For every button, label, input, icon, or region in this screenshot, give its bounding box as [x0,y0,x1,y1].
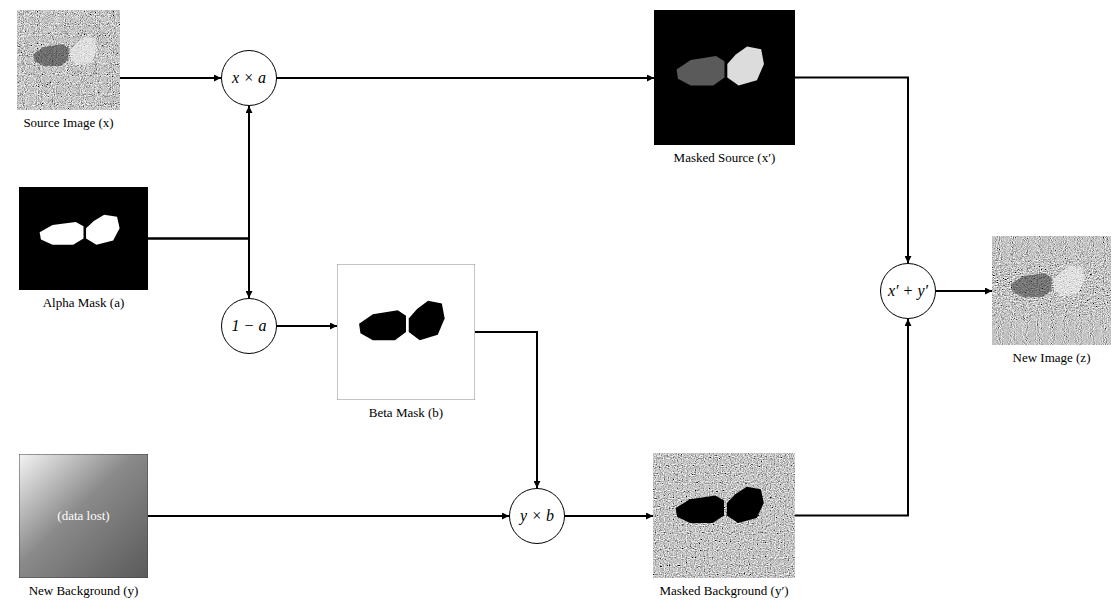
operation-label: y × b [520,507,554,525]
image-illustration [653,453,795,578]
image-illustration [654,10,795,145]
image-illustration [19,187,148,290]
flow-arrow [936,290,992,292]
image-illustration [17,10,120,110]
image-caption: Beta Mask (b) [369,405,443,421]
image-panel: Alpha Mask (a) [19,187,148,290]
flow-arrow [795,319,908,516]
flow-arrow [148,106,249,239]
image-caption: New Image (z) [1013,350,1091,366]
flow-arrow [475,332,537,488]
image-panel: New Image (z) [992,236,1111,345]
operation-circle: y × b [509,488,565,544]
image-caption: Source Image (x) [23,115,113,131]
image-panel: Masked Source (x′) [654,10,795,145]
image-illustration [337,264,475,400]
operation-circle: x′ + y′ [880,263,936,319]
image-note: (data lost) [19,454,148,578]
operation-label: x′ + y′ [888,282,928,300]
flow-arrow [120,77,221,79]
image-panel: Beta Mask (b) [337,264,475,400]
flow-arrow [277,77,654,79]
image-panel: Source Image (x) [17,10,120,110]
flow-arrow [148,515,509,517]
image-panel: (data lost)New Background (y) [19,454,148,578]
operation-circle: x × a [221,50,277,106]
image-caption: Masked Background (y′) [659,583,788,599]
image-caption: Masked Source (x′) [674,150,776,166]
operation-circle: 1 − a [221,298,277,354]
flow-arrow [277,325,337,327]
flow-arrow [148,239,249,299]
operation-label: 1 − a [232,317,267,335]
image-caption: Alpha Mask (a) [43,295,125,311]
operation-label: x × a [232,69,266,87]
flow-arrow [795,78,908,264]
image-panel: Masked Background (y′) [653,453,795,578]
flow-arrow [565,515,653,517]
image-illustration [992,236,1111,345]
image-caption: New Background (y) [29,583,139,599]
